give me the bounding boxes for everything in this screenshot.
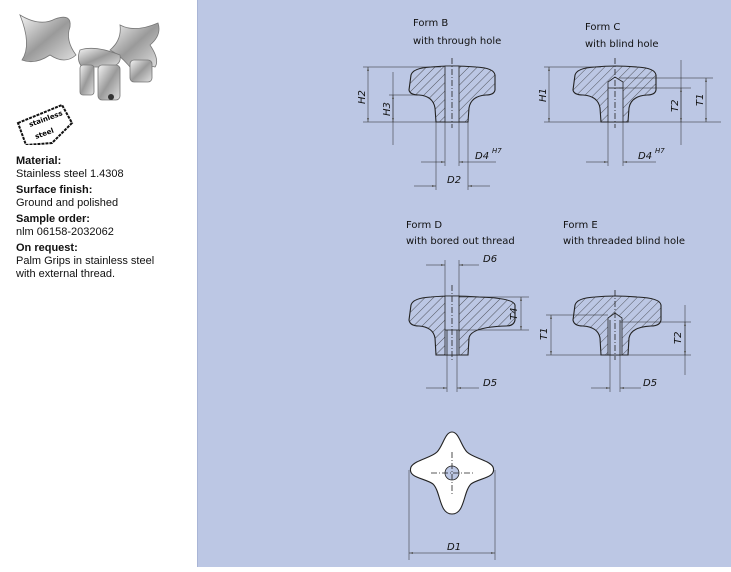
spec-label-material: Material: [16, 155, 62, 167]
spec-label-on-request: On request: [16, 242, 78, 254]
spec-value-surface-finish: Ground and polished [16, 197, 119, 209]
form-d-section [408, 260, 529, 392]
dim-d5-e: D5 [643, 378, 657, 389]
form-d-title: Form D [406, 220, 442, 231]
form-b-title: Form B [413, 18, 448, 29]
form-c-subtitle: with blind hole [585, 39, 659, 50]
spec-value-material: Stainless steel 1.4308 [16, 168, 124, 180]
dim-t4: T4 [509, 308, 520, 320]
form-e-subtitle: with threaded blind hole [563, 236, 685, 247]
stainless-steel-badge: stainless steel [16, 103, 74, 145]
dim-h2: H2 [357, 90, 368, 104]
dim-d4-c: D4 [638, 151, 652, 162]
form-c-section [544, 58, 721, 166]
dim-h3: H3 [382, 102, 393, 116]
form-b-section [363, 58, 496, 190]
dim-t2-e: T2 [673, 332, 684, 344]
dim-t2-c: T2 [670, 100, 681, 112]
form-d-subtitle: with bored out thread [406, 236, 515, 247]
form-e-section [546, 290, 691, 392]
spec-value-on-request-line2: with external thread. [16, 268, 116, 280]
form-b-subtitle: with through hole [413, 36, 501, 47]
dim-d5-d: D5 [483, 378, 497, 389]
dim-d2: D2 [447, 175, 461, 186]
dim-d1: D1 [447, 542, 461, 553]
top-view [408, 431, 496, 560]
form-e-title: Form E [563, 220, 598, 231]
technical-drawing-panel: Form B with through hole H2 H3 D4 H7 D2 … [197, 0, 731, 567]
dim-d4-b-tolerance: H7 [492, 147, 502, 155]
dim-d6: D6 [483, 254, 497, 265]
spec-value-on-request-line1: Palm Grips in stainless steel [16, 255, 155, 267]
product-photo: stainless steel [16, 14, 160, 145]
technical-drawing: Form B with through hole H2 H3 D4 H7 D2 … [357, 18, 721, 560]
spec-label-sample-order: Sample order: [16, 213, 90, 225]
dim-d4-c-tolerance: H7 [655, 147, 665, 155]
dim-d4-b: D4 [475, 151, 489, 162]
spec-label-surface-finish: Surface finish: [16, 184, 93, 196]
product-info-column: stainless steel Material: Stainless stee… [0, 0, 197, 567]
dim-h1: H1 [538, 88, 549, 102]
spec-value-sample-order: nlm 06158-2032062 [16, 226, 114, 238]
dim-t1-c: T1 [695, 94, 706, 106]
dim-t1-e: T1 [539, 328, 550, 340]
form-c-title: Form C [585, 22, 620, 33]
specifications: Material: Stainless steel 1.4308 Surface… [16, 155, 154, 281]
